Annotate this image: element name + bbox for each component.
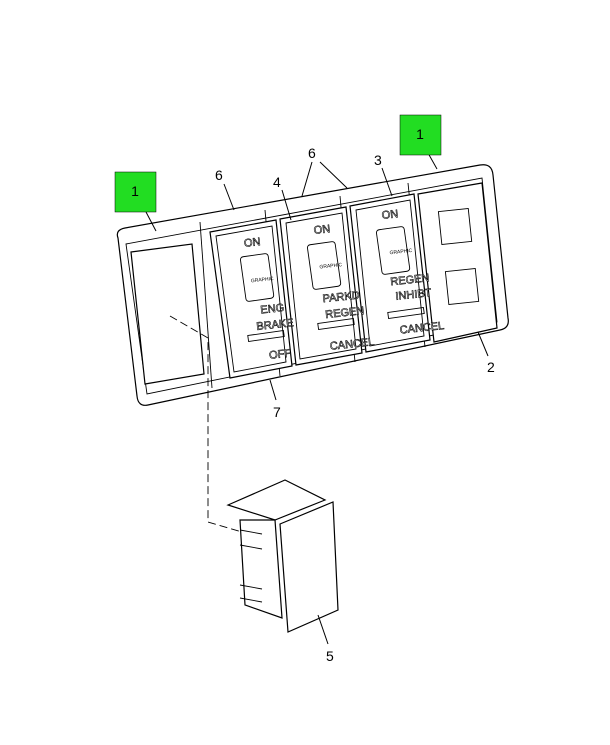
- switch-3-text: ON GRAPHIC REGEN INHIBT CANCEL: [381, 208, 445, 337]
- switch-1-bottom: OFF: [269, 348, 292, 362]
- callout-6-left: 6: [215, 167, 223, 183]
- callout-4: 4: [273, 174, 281, 190]
- switch-3-bottom: CANCEL: [399, 320, 445, 337]
- switch-2-bottom: CANCEL: [329, 336, 375, 353]
- leader-lines: [145, 152, 489, 645]
- switch-1-line2: BRAKE: [256, 317, 294, 333]
- switch-2-text: ON GRAPHIC PARKD REGEN CANCEL: [313, 223, 375, 353]
- switch-3-top: ON: [381, 208, 399, 222]
- callout-2: 2: [487, 359, 495, 375]
- switch-2-line2: REGEN: [325, 305, 365, 321]
- switch-1-text: ON GRAPHIC ENG BRAKE OFF: [243, 236, 294, 362]
- callout-1-left: 1: [131, 183, 139, 199]
- switch-1-top: ON: [243, 236, 261, 250]
- callout-5: 5: [326, 648, 334, 664]
- callout-7: 7: [273, 404, 281, 420]
- blank-slot-left: [130, 243, 205, 385]
- blank-module-right: [417, 182, 498, 343]
- switch-2-graphic: GRAPHIC: [319, 262, 343, 270]
- switch-3-line2: INHIBT: [395, 287, 432, 303]
- switch-1-graphic: GRAPHIC: [251, 276, 275, 284]
- switch-2-line1: PARKD: [322, 289, 360, 305]
- switch-regen-inhibt: [349, 193, 431, 353]
- switch-1-line1: ENG: [260, 302, 285, 316]
- blank-plug-part: [226, 479, 339, 633]
- switch-parkd-regen: [279, 206, 363, 366]
- callout-1-right-highlight: [399, 114, 442, 156]
- switch-3-graphic: GRAPHIC: [389, 248, 413, 256]
- assembly-path-line: [169, 315, 243, 533]
- switch-2-top: ON: [313, 223, 331, 237]
- switch-3-line1: REGEN: [390, 272, 430, 288]
- callout-1-left-highlight: [114, 171, 157, 213]
- callout-1-right: 1: [416, 126, 424, 142]
- callout-6-top: 6: [308, 145, 316, 161]
- switch-eng-brake: [209, 219, 293, 379]
- callout-3: 3: [374, 152, 382, 168]
